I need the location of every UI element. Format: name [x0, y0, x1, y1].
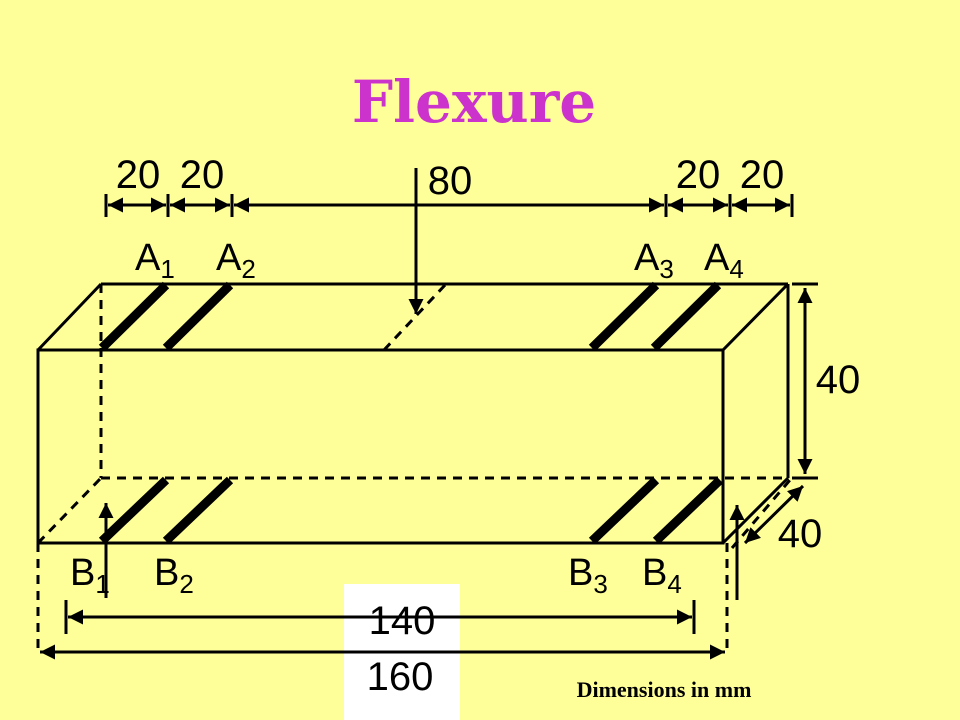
label-b3: B3	[568, 552, 608, 599]
dim-height: 40	[816, 358, 861, 402]
bottom-support-lines	[98, 476, 724, 545]
top-dimension-ticks	[104, 194, 794, 217]
prism-hidden-edges	[36, 282, 792, 650]
dim-depth: 40	[778, 512, 823, 556]
slide-title: Flexure	[352, 68, 596, 136]
dim-support-span: 140	[369, 599, 436, 643]
dim-center-80: 80	[428, 159, 473, 203]
dim-spacing-1: 20	[116, 153, 161, 197]
label-a1: A1	[135, 237, 175, 284]
depth-dimension	[743, 484, 805, 545]
prism-edges	[36, 282, 790, 545]
units-note: Dimensions in mm	[577, 677, 752, 702]
dim-length: 160	[367, 655, 434, 699]
label-a4: A4	[704, 237, 744, 284]
dim-spacing-2: 20	[180, 153, 225, 197]
height-dimension	[792, 282, 818, 480]
label-a2: A2	[216, 237, 256, 284]
support-span-dimension	[64, 600, 696, 634]
label-b4: B4	[642, 552, 682, 599]
label-a3: A3	[634, 237, 674, 284]
label-b1: B1	[70, 552, 110, 599]
top-load-lines	[98, 281, 722, 352]
label-b2: B2	[154, 552, 194, 599]
dim-spacing-3: 20	[676, 153, 721, 197]
dim-spacing-4: 20	[740, 153, 785, 197]
